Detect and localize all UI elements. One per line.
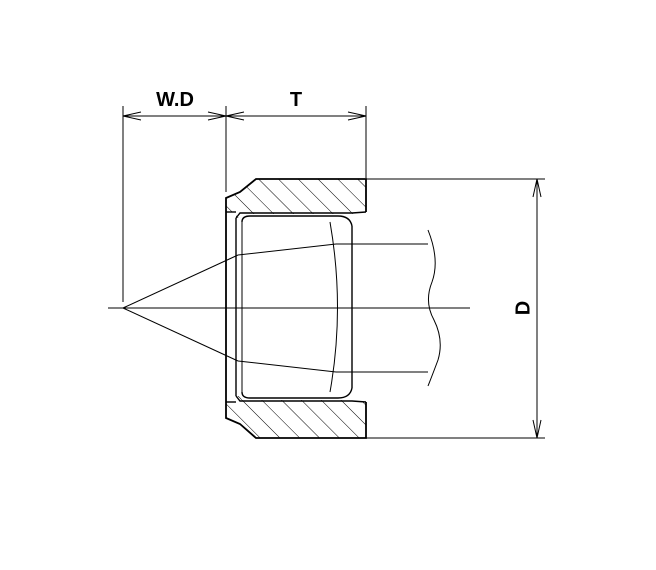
thickness-dimension: T xyxy=(225,89,367,121)
break-line xyxy=(427,229,441,387)
work-depth-dimension: W.D xyxy=(122,89,227,121)
bore-walls xyxy=(225,212,353,402)
upper-wall-section xyxy=(225,178,367,219)
thickness-label: T xyxy=(290,89,302,111)
work-depth-label: W.D xyxy=(156,89,194,111)
lower-wall-section xyxy=(225,395,367,439)
drill-bit xyxy=(237,229,441,387)
diameter-dimension: D xyxy=(512,178,542,439)
diameter-label: D xyxy=(512,301,534,315)
drill-cone xyxy=(122,254,239,362)
extension-lines xyxy=(122,106,545,439)
